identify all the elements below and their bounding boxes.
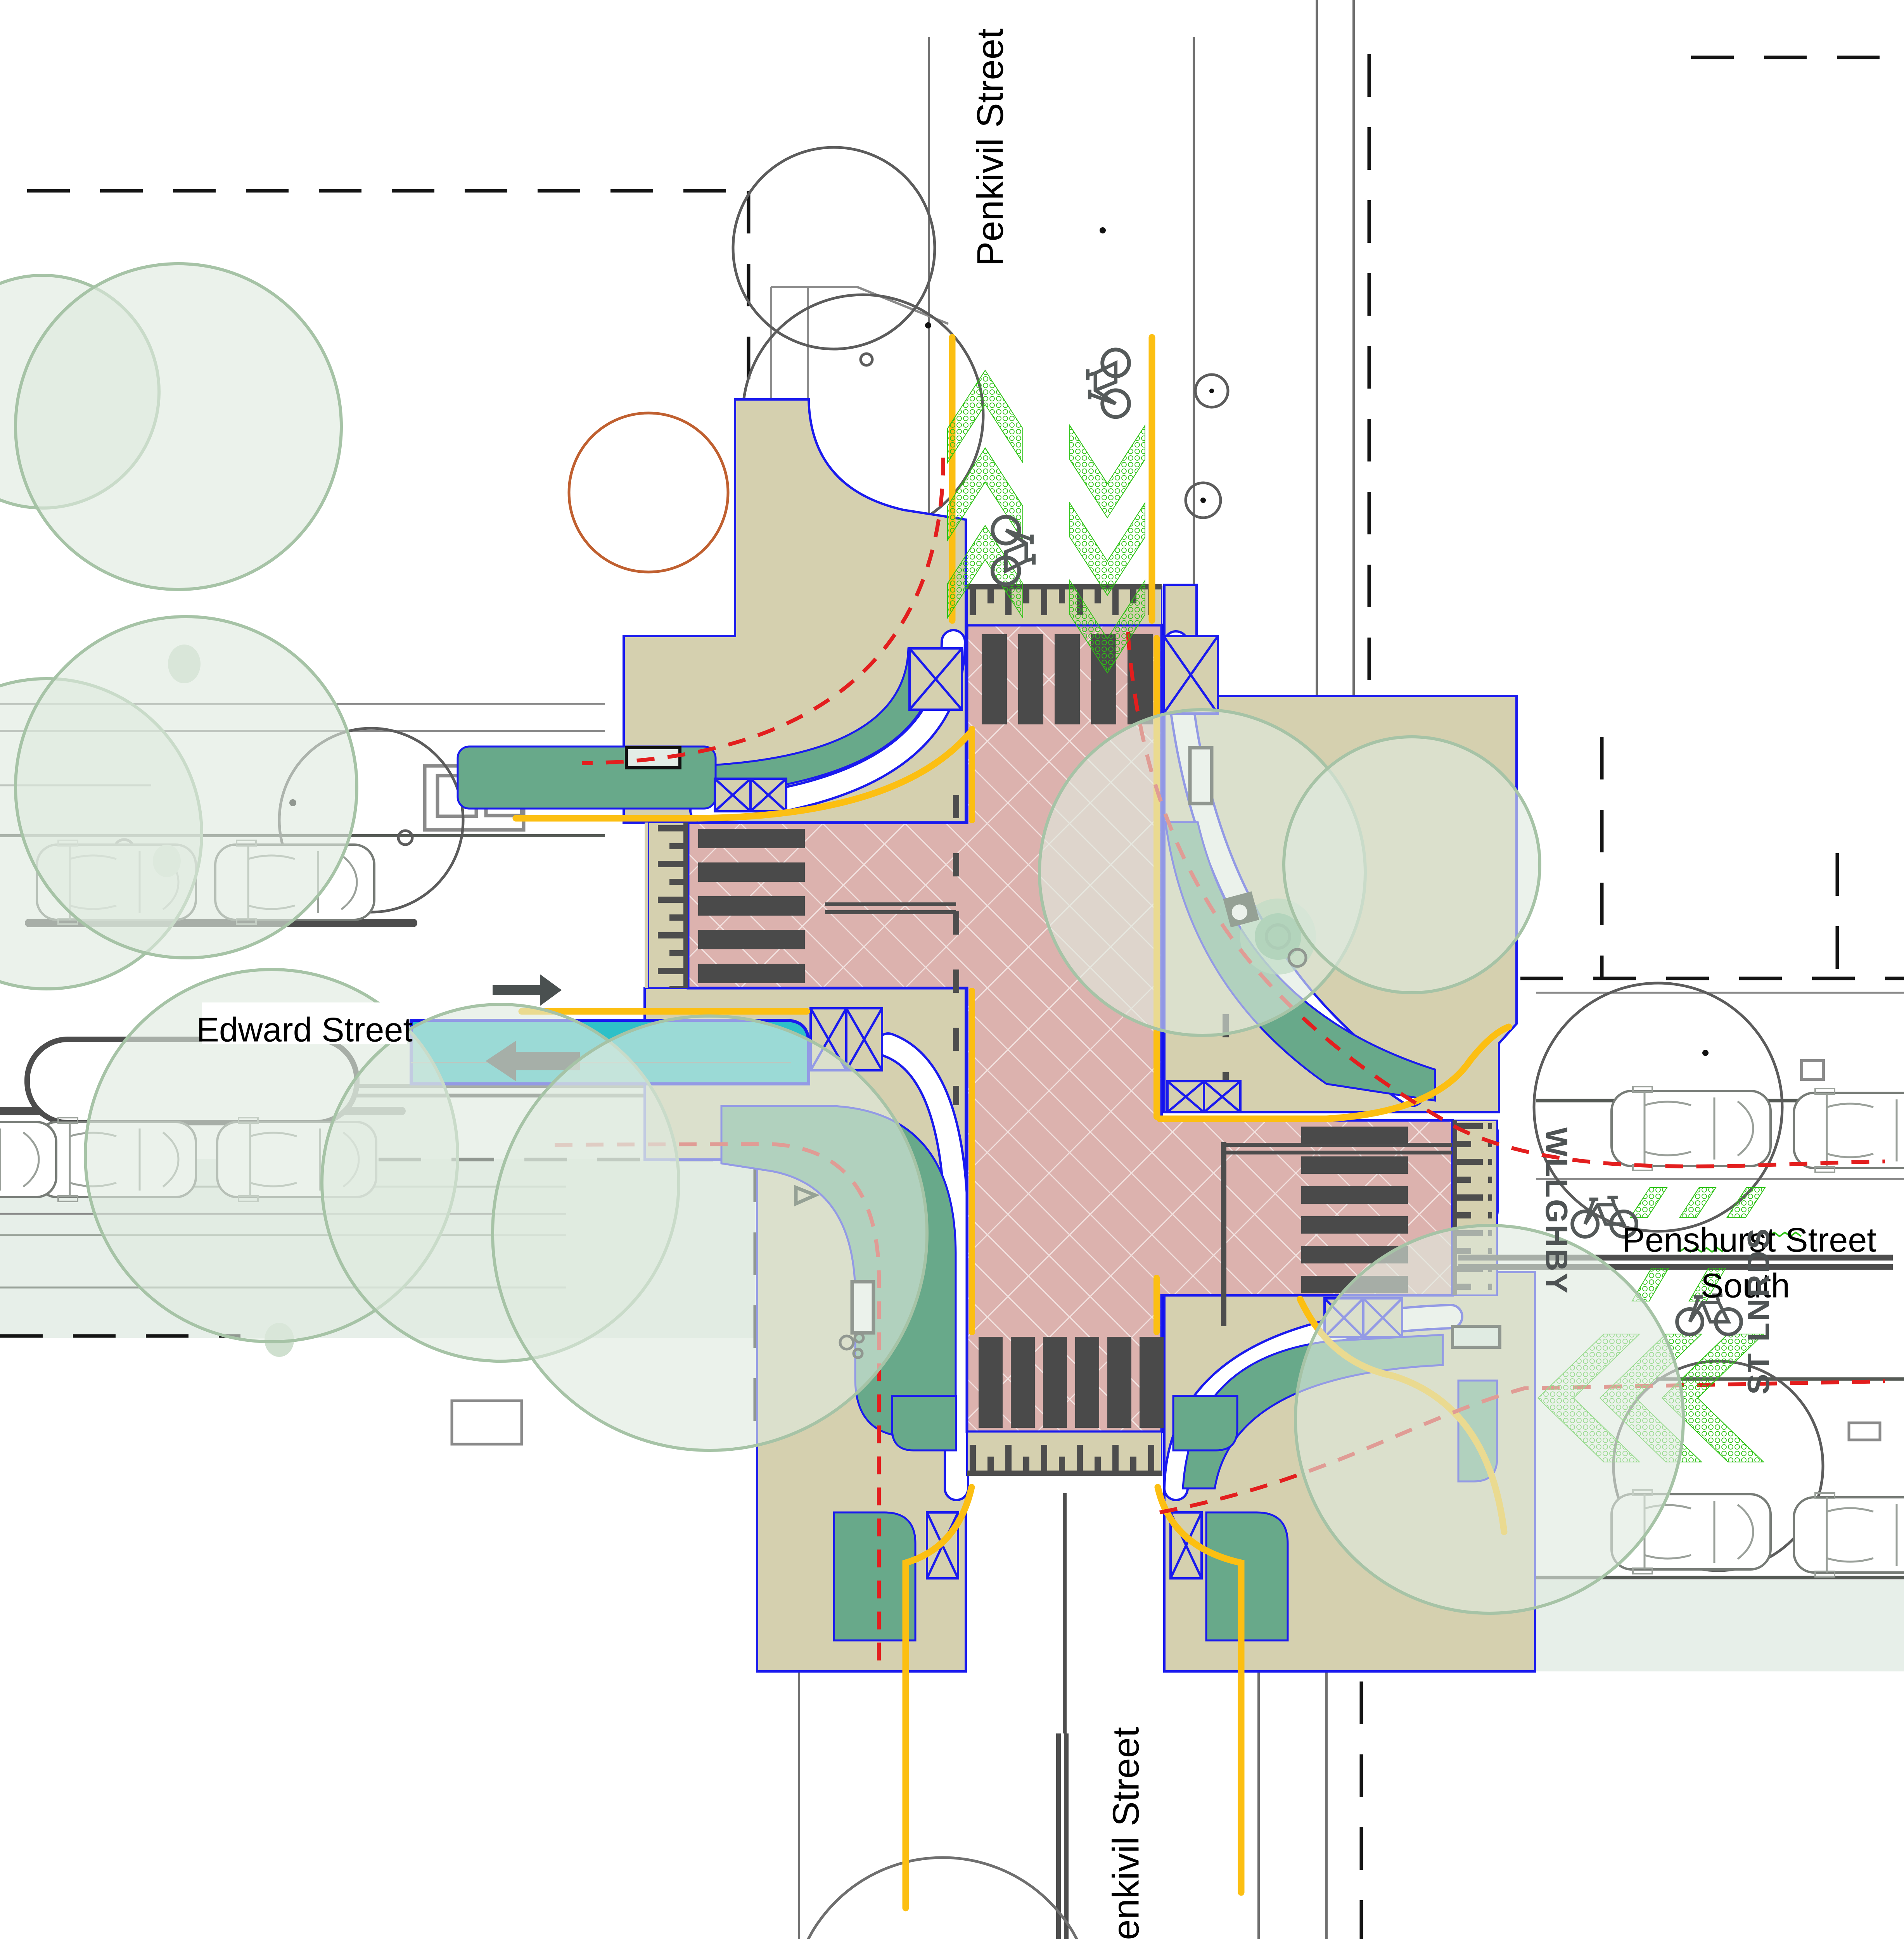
- label-penshurst-street: Penshurst Street: [1622, 1220, 1876, 1259]
- tree-ring-orange: [567, 411, 730, 574]
- label-penkivil-street-south: Penkivil Street: [1105, 1727, 1147, 1939]
- tree-canopies: [0, 262, 1685, 1615]
- bicycle-icon-southbound: [1088, 349, 1129, 417]
- chevron-fragments-eastbound: [1630, 1187, 1766, 1301]
- centreline-penkivil-south: [1056, 1733, 1069, 1939]
- chevrons-northbound: [947, 370, 1023, 619]
- label-edward-street: Edward Street: [196, 1010, 413, 1049]
- crosswalk-west: [698, 829, 805, 983]
- chevron-squiggle: [1679, 1247, 1724, 1253]
- label-penkivil-street-north: Penkivil Street: [969, 28, 1011, 266]
- utility-box-east: [1800, 1059, 1825, 1081]
- crosswalk-south: [979, 1337, 1164, 1428]
- label-edward-street-group: Edward Street: [196, 1002, 413, 1049]
- label-penshurst-street-south-word: South: [1701, 1266, 1790, 1305]
- crosswalk-north: [982, 634, 1153, 724]
- label-willoughby-direction: WLLGHBY: [1539, 1127, 1574, 1295]
- street-labels: Penkivil Street Penkivil Street Edward S…: [196, 28, 1876, 1939]
- threshold-ramps: [648, 584, 1498, 1476]
- label-st-leonards-direction: ST LNRDS: [1741, 1227, 1776, 1395]
- chevrons-southbound: [1069, 424, 1145, 674]
- travel-arrow-eastbound: [493, 974, 562, 1006]
